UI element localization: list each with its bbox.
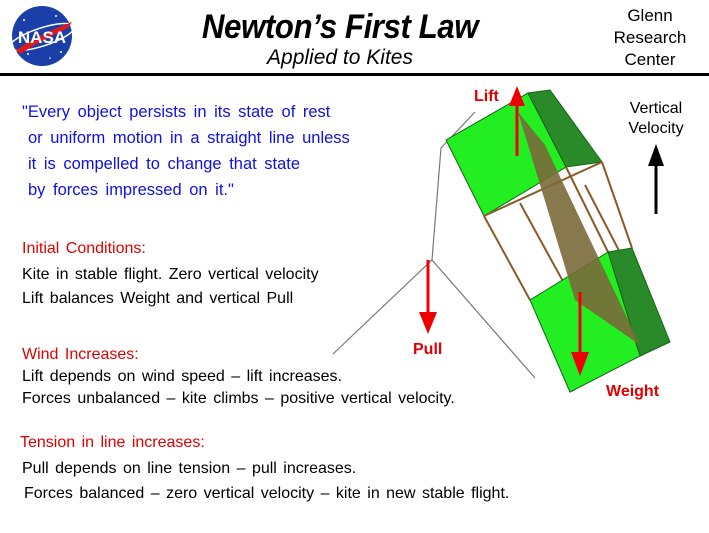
section-line: Lift depends on wind speed – lift increa… xyxy=(22,368,342,385)
quote-line: by forces impressed on it." xyxy=(28,181,234,199)
quote-line: "Every object persists in its state of r… xyxy=(22,103,331,121)
section-line: Forces balanced – zero vertical velocity… xyxy=(24,485,510,502)
lift-arrow xyxy=(509,86,525,156)
section-line: Forces unbalanced – kite climbs – positi… xyxy=(22,390,455,407)
lift-label: Lift xyxy=(474,88,499,105)
section-heading-initial-conditions: Initial Conditions: xyxy=(22,240,146,257)
quote-line: or uniform motion in a straight line unl… xyxy=(28,129,350,147)
nasa-logo-text: NASA xyxy=(18,28,66,47)
section-line: Lift balances Weight and vertical Pull xyxy=(22,290,294,307)
section-line: Kite in stable flight. Zero vertical vel… xyxy=(22,266,319,283)
center-name-line: Glenn xyxy=(627,6,673,25)
weight-arrow xyxy=(571,292,589,376)
newton-quote: "Every object persists in its state of r… xyxy=(22,99,350,203)
vertical-velocity-label: Vertical Velocity xyxy=(616,99,696,139)
vertical-velocity-arrow xyxy=(648,144,664,214)
center-name: Glenn Research Center xyxy=(590,5,709,71)
vertical-velocity-label-line: Vertical xyxy=(629,100,683,117)
quote-line: it is compelled to change that state xyxy=(28,155,301,173)
pull-label: Pull xyxy=(413,341,443,358)
page-title: Newton’s First Law xyxy=(201,8,479,46)
vertical-velocity-label-line: Velocity xyxy=(628,120,684,137)
kite-strut xyxy=(483,215,531,301)
section-heading-wind-increases: Wind Increases: xyxy=(22,346,139,363)
section-heading-tension-increases: Tension in line increases: xyxy=(20,434,205,451)
header-divider xyxy=(0,73,709,76)
kite-strut xyxy=(601,161,633,249)
weight-label: Weight xyxy=(606,383,660,400)
kite-strut xyxy=(565,166,609,253)
page-subtitle: Applied to Kites xyxy=(267,46,413,69)
kite-strut xyxy=(519,202,566,286)
center-name-line: Center xyxy=(624,50,676,69)
kite-keel xyxy=(518,112,640,345)
center-name-line: Research xyxy=(613,28,687,47)
section-line: Pull depends on line tension – pull incr… xyxy=(22,460,357,477)
bridle-line xyxy=(431,111,476,261)
nasa-logo: NASA xyxy=(6,4,78,68)
pull-arrow xyxy=(419,260,437,334)
